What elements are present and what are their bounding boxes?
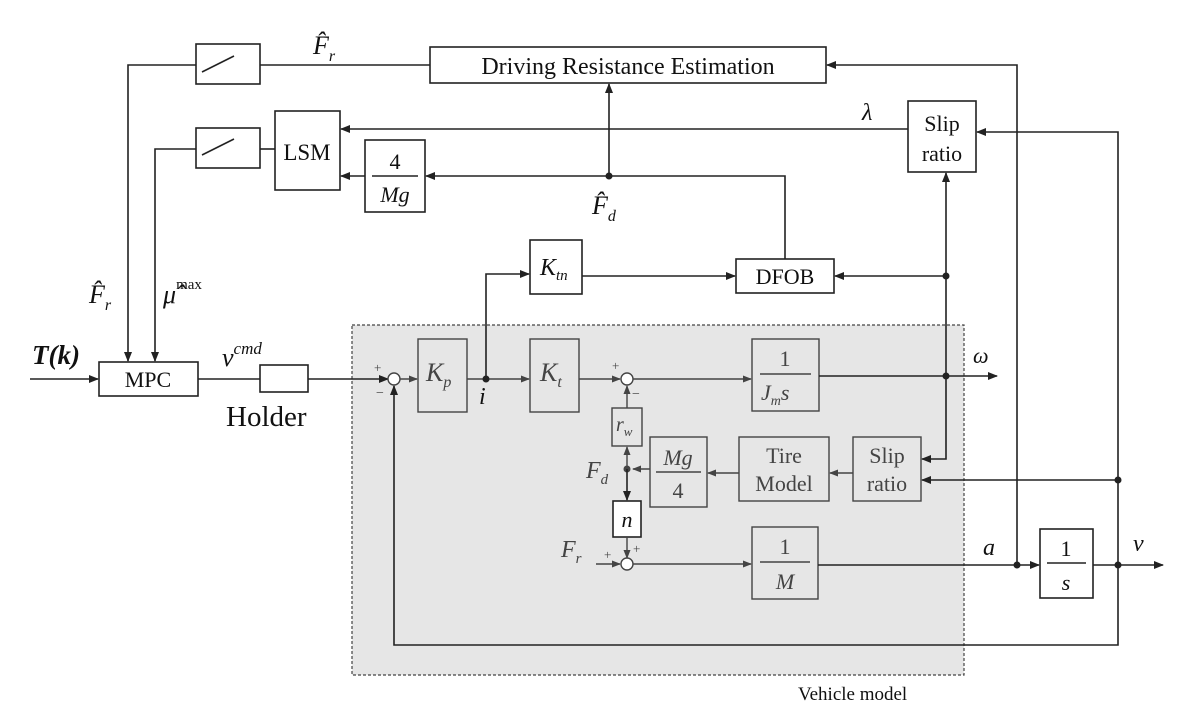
signal-omega: ω	[973, 343, 989, 368]
mass-block: 1 M	[751, 526, 819, 600]
svg-text:Jms: Jms	[761, 380, 789, 409]
signal-a: a	[983, 535, 995, 561]
svg-text:1: 1	[780, 346, 791, 371]
svg-text:4: 4	[390, 149, 401, 174]
line-switch-to-mpc-mu	[151, 148, 196, 362]
label-fr-hat-left: F̂r	[88, 280, 112, 314]
driving-resistance-estimation-block: Driving Resistance Estimation	[429, 46, 827, 84]
svg-text:Kp: Kp	[425, 358, 451, 391]
label-lambda: λ	[861, 100, 872, 126]
sum-junction-3	[620, 557, 634, 571]
svg-text:Ktn: Ktn	[539, 255, 568, 284]
svg-text:n: n	[622, 507, 633, 532]
mg-over-4-block: Mg 4	[649, 436, 708, 508]
sum2-plus: +	[612, 358, 619, 373]
vehicle-model-label: Vehicle model	[798, 684, 907, 705]
label-fd-hat: F̂d	[591, 191, 617, 225]
sum2-minus: −	[632, 387, 640, 402]
svg-text:1: 1	[780, 534, 791, 559]
svg-text:ratio: ratio	[867, 471, 907, 496]
line-i-to-ktn	[485, 270, 530, 379]
holder-block	[259, 364, 309, 393]
gain-4-over-mg-block: 4 Mg	[364, 139, 426, 213]
lsm-block: LSM	[274, 110, 341, 191]
switch-bottom	[195, 127, 261, 169]
sum3-plus-left: +	[604, 547, 611, 562]
svg-text:Kt: Kt	[539, 358, 562, 391]
kt-block: Kt	[529, 338, 580, 413]
svg-text:rw: rw	[616, 414, 633, 439]
tire-model-block: Tire Model	[738, 436, 830, 502]
signal-fd: Fd	[585, 458, 609, 488]
svg-text:Slip: Slip	[869, 443, 904, 468]
line-dfob-to-gain	[425, 172, 786, 259]
line-switch-to-mpc-fr	[124, 64, 196, 362]
sum-junction-1	[387, 372, 401, 386]
line-v-feedback	[390, 385, 1119, 646]
signal-i: i	[479, 384, 486, 410]
sum1-minus: −	[376, 386, 384, 401]
sum3-plus-top: +	[633, 541, 640, 556]
label-fr-hat-top: F̂r	[312, 31, 336, 65]
svg-text:Model: Model	[755, 471, 812, 496]
slip-ratio-top-block: Slip ratio	[907, 100, 977, 173]
svg-text:1: 1	[1061, 536, 1072, 561]
svg-text:Mg: Mg	[662, 445, 692, 470]
signal-fr: Fr	[560, 537, 582, 567]
svg-text:MPC: MPC	[125, 367, 171, 392]
svg-text:Tire: Tire	[766, 443, 802, 468]
switch-top	[195, 43, 261, 85]
sum-junction-2	[620, 372, 634, 386]
line-a-to-dre	[826, 61, 1018, 565]
sum1-plus: +	[374, 360, 381, 375]
svg-text:LSM: LSM	[283, 140, 330, 165]
kp-block: Kp	[417, 338, 468, 413]
integrator-block: 1 s	[1039, 528, 1094, 599]
holder-label: Holder	[226, 401, 307, 433]
n-block: n	[612, 500, 642, 538]
svg-text:Mg: Mg	[379, 182, 409, 207]
signal-v: v	[1133, 531, 1144, 557]
slip-ratio-inner-block: Slip ratio	[852, 436, 922, 502]
label-t-k: T(k)	[32, 340, 80, 370]
dfob-block: DFOB	[735, 258, 835, 294]
svg-text:ratio: ratio	[922, 141, 962, 166]
label-mu-hat: μ̂max	[162, 277, 202, 309]
inertia-block: 1 Jms	[751, 338, 820, 412]
rw-block: rw	[611, 407, 643, 447]
svg-text:DFOB: DFOB	[756, 264, 815, 289]
svg-text:Driving Resistance Estimation: Driving Resistance Estimation	[481, 54, 774, 80]
svg-text:M: M	[775, 569, 796, 594]
svg-text:4: 4	[673, 478, 684, 503]
svg-text:Slip: Slip	[924, 111, 959, 136]
ktn-block: Ktn	[529, 239, 583, 295]
label-v-cmd: vcmd	[222, 339, 262, 372]
mpc-block: MPC	[98, 361, 199, 397]
svg-text:s: s	[1062, 570, 1071, 595]
line-v-to-slip-top	[976, 128, 1119, 565]
